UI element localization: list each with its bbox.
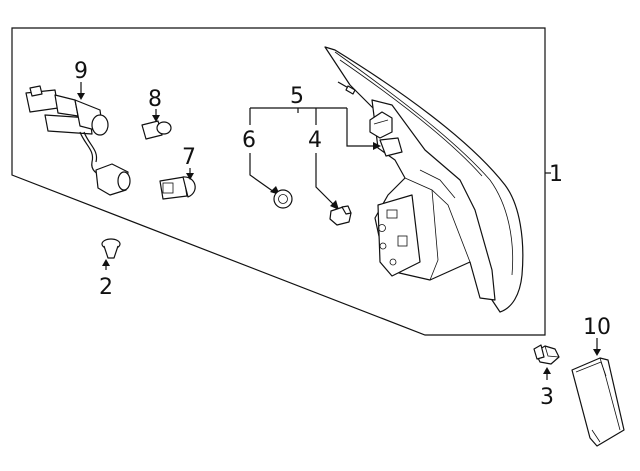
arrow-7 — [186, 173, 194, 180]
bolt-3 — [533, 344, 560, 365]
callout-10: 10 — [583, 315, 611, 340]
grommet-6 — [273, 189, 293, 209]
callout-3: 3 — [540, 385, 554, 410]
assembly-outline — [11, 27, 546, 336]
arrow-4 — [330, 200, 339, 210]
arrow-2 — [102, 259, 110, 266]
arrow-10 — [593, 349, 601, 356]
callout-5: 5 — [290, 84, 304, 109]
callout-1: 1 — [549, 162, 563, 187]
arrow-5 — [373, 142, 381, 150]
callout-6: 6 — [242, 128, 256, 153]
bulb-7 — [159, 176, 196, 200]
arrow-8 — [152, 115, 160, 122]
screw-2 — [101, 238, 121, 259]
trim-panel-10 — [571, 357, 625, 447]
wiring-harness — [25, 85, 131, 196]
tail-lamp-assembly — [324, 46, 524, 313]
arrow-9 — [77, 93, 85, 100]
bulb-8 — [141, 120, 172, 140]
callout-2: 2 — [99, 275, 113, 300]
retainer-4 — [329, 205, 352, 226]
callout-4: 4 — [308, 128, 322, 153]
arrow-3 — [543, 367, 551, 374]
callout-7: 7 — [182, 145, 196, 170]
leader-6 — [249, 153, 275, 193]
leader-4 — [315, 153, 335, 206]
callout-8: 8 — [148, 87, 162, 112]
leader-5-right — [346, 108, 375, 147]
callout-9: 9 — [74, 59, 88, 84]
